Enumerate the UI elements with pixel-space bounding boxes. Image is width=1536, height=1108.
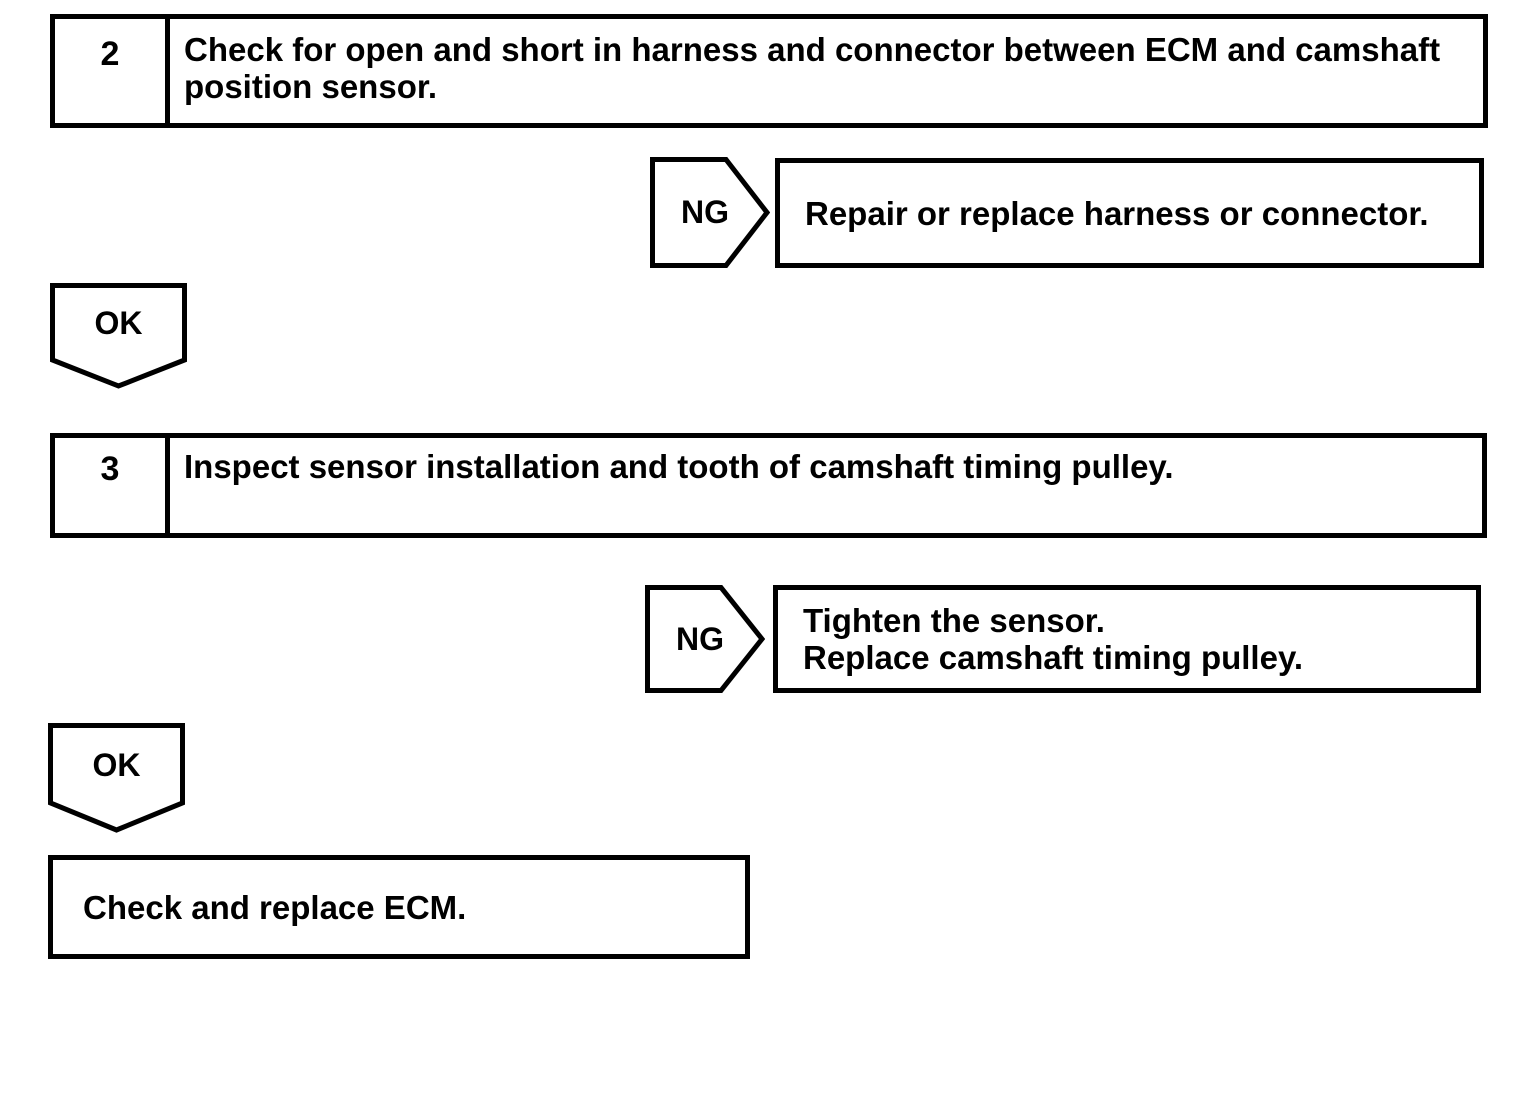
ng-action-box-step-3: Tighten the sensor. Replace camshaft tim…	[773, 585, 1481, 693]
ng-label: NG	[681, 194, 729, 230]
ng-pentagon-icon	[645, 585, 765, 693]
final-action-box: Check and replace ECM.	[48, 855, 750, 959]
ng-pentagon-icon	[650, 157, 770, 268]
final-action-text: Check and replace ECM.	[83, 888, 467, 926]
ok-label: OK	[92, 746, 141, 783]
ng-action-box-step-2: Repair or replace harness or connector.	[775, 158, 1484, 268]
ok-connector-step-2: OK	[50, 283, 187, 389]
ng-action-text: Tighten the sensor.	[803, 602, 1105, 639]
ok-label: OK	[94, 304, 143, 341]
step-2-number: 2	[55, 19, 170, 123]
ng-connector-step-3: NG	[645, 585, 765, 693]
ng-action-text: Repair or replace harness or connector.	[805, 194, 1429, 232]
step-3-box: 3 Inspect sensor installation and tooth …	[50, 433, 1487, 538]
step-3-instruction: Inspect sensor installation and tooth of…	[184, 448, 1174, 485]
ng-connector-step-2: NG	[650, 157, 770, 268]
ng-action-text: Replace camshaft timing pulley.	[803, 639, 1304, 676]
step-2-instruction: Check for open and short in harness and …	[184, 31, 1441, 105]
ng-label: NG	[676, 620, 724, 657]
ok-connector-step-3: OK	[48, 723, 185, 833]
ok-pentagon-icon	[48, 723, 185, 833]
ok-pentagon-icon	[50, 283, 187, 389]
step-2-box: 2 Check for open and short in harness an…	[50, 14, 1488, 128]
step-3-number: 3	[55, 438, 170, 533]
